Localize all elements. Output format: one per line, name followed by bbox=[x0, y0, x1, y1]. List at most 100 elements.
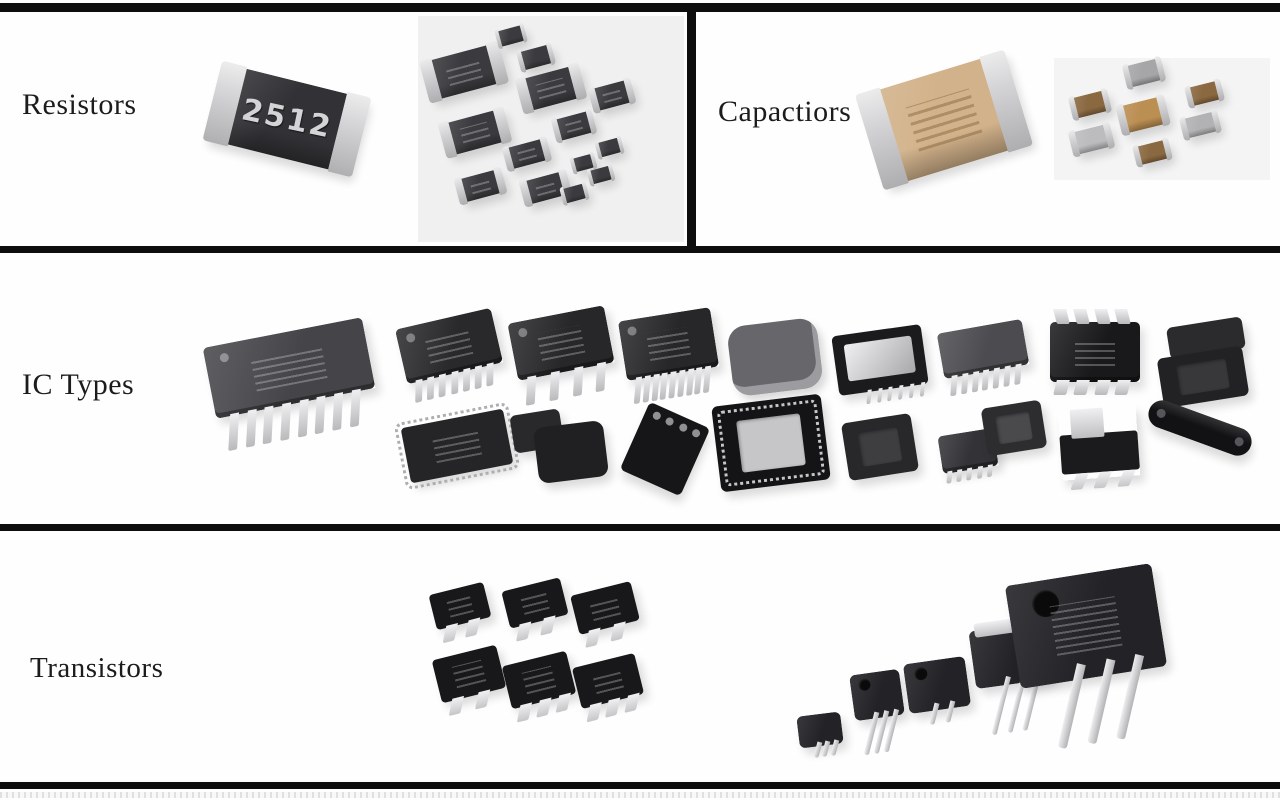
capacitors-label: Capactiors bbox=[718, 95, 852, 128]
lead bbox=[465, 617, 481, 638]
lead bbox=[297, 398, 309, 438]
thermal-pad bbox=[857, 426, 903, 468]
marking bbox=[591, 667, 625, 695]
marking bbox=[445, 594, 475, 618]
lead bbox=[462, 367, 470, 393]
sot23-transistor bbox=[428, 581, 492, 644]
lead-hole bbox=[664, 416, 676, 427]
lead bbox=[1114, 380, 1132, 395]
frame-divider-vertical bbox=[687, 3, 696, 253]
lead bbox=[1003, 365, 1011, 388]
lead bbox=[650, 373, 659, 402]
marking bbox=[535, 77, 567, 100]
marking bbox=[534, 179, 557, 197]
lead bbox=[1073, 309, 1091, 324]
lead bbox=[987, 464, 994, 478]
marking bbox=[444, 58, 484, 86]
lead bbox=[623, 692, 640, 714]
lead bbox=[642, 375, 651, 403]
dpak-transistor bbox=[902, 655, 972, 726]
lead bbox=[1094, 380, 1111, 395]
sip-ic bbox=[507, 305, 615, 406]
frame-divider-row1 bbox=[0, 246, 1280, 253]
lead bbox=[227, 412, 239, 452]
thermal-pad bbox=[1176, 358, 1230, 396]
lead-hole bbox=[651, 410, 663, 421]
lead bbox=[668, 371, 677, 399]
lead bbox=[812, 741, 822, 758]
sot89-transistor bbox=[571, 652, 645, 723]
lead bbox=[676, 369, 685, 398]
lead bbox=[956, 469, 963, 483]
marking bbox=[519, 590, 550, 616]
lead bbox=[1070, 472, 1089, 491]
marking bbox=[905, 88, 983, 152]
lead bbox=[245, 409, 257, 448]
sip-ic bbox=[936, 318, 1030, 397]
lead bbox=[866, 389, 872, 405]
lead bbox=[1013, 363, 1022, 386]
marking bbox=[522, 666, 556, 694]
lead bbox=[536, 697, 552, 718]
lead bbox=[1116, 469, 1136, 487]
lead bbox=[876, 387, 883, 403]
lead bbox=[415, 378, 423, 404]
lead bbox=[1094, 309, 1111, 324]
sot223-ic bbox=[1058, 405, 1141, 491]
mounting-hole bbox=[857, 677, 872, 692]
lead-hole bbox=[678, 422, 689, 433]
frame-border-bottom bbox=[0, 782, 1280, 789]
mlcc-capacitor-large bbox=[854, 49, 1034, 191]
lead bbox=[982, 369, 990, 391]
frame-divider-row2 bbox=[0, 524, 1280, 531]
metal-tab bbox=[1070, 407, 1105, 440]
lead bbox=[610, 621, 626, 642]
bottom-texture-strip bbox=[0, 792, 1280, 798]
transistors-label: Transistors bbox=[30, 652, 164, 684]
lead bbox=[685, 368, 694, 397]
lead bbox=[898, 384, 904, 400]
leads bbox=[866, 381, 925, 405]
lead bbox=[486, 362, 494, 387]
thermal-pad bbox=[994, 411, 1034, 445]
lead bbox=[821, 739, 831, 757]
ic-body bbox=[1050, 322, 1140, 382]
qfn32-ic bbox=[711, 393, 831, 493]
lead bbox=[950, 374, 958, 397]
plcc-ic bbox=[393, 401, 521, 491]
lead bbox=[572, 366, 583, 397]
lead bbox=[971, 371, 979, 393]
lead bbox=[475, 689, 491, 710]
ic-socket-module bbox=[831, 324, 929, 405]
lead bbox=[694, 366, 703, 395]
ic-types-label: IC Types bbox=[22, 368, 135, 401]
lead bbox=[830, 738, 840, 756]
to126-transistor bbox=[849, 668, 905, 756]
sot89-transistor bbox=[431, 644, 507, 717]
lead bbox=[314, 395, 326, 435]
lead bbox=[1114, 309, 1132, 324]
lead bbox=[1057, 663, 1087, 750]
marking bbox=[1075, 337, 1115, 367]
lead bbox=[540, 615, 556, 636]
lead bbox=[702, 365, 711, 394]
lead bbox=[586, 702, 602, 723]
lead bbox=[992, 367, 1001, 389]
sot23-transistor bbox=[501, 577, 569, 642]
lead bbox=[595, 361, 607, 393]
lead bbox=[349, 388, 361, 428]
terminal bbox=[854, 87, 909, 191]
marking bbox=[452, 660, 486, 688]
lead bbox=[887, 386, 893, 402]
sot23-transistor bbox=[570, 581, 640, 648]
lead bbox=[280, 402, 291, 442]
lead bbox=[515, 621, 532, 642]
soic16-ic-large bbox=[202, 317, 376, 452]
marking bbox=[564, 118, 584, 134]
mounting-hole bbox=[913, 666, 929, 682]
frame-border-top bbox=[0, 3, 1280, 12]
terminal bbox=[202, 60, 247, 147]
lead bbox=[438, 373, 447, 398]
thermal-pad bbox=[736, 413, 806, 473]
marking bbox=[516, 146, 538, 162]
